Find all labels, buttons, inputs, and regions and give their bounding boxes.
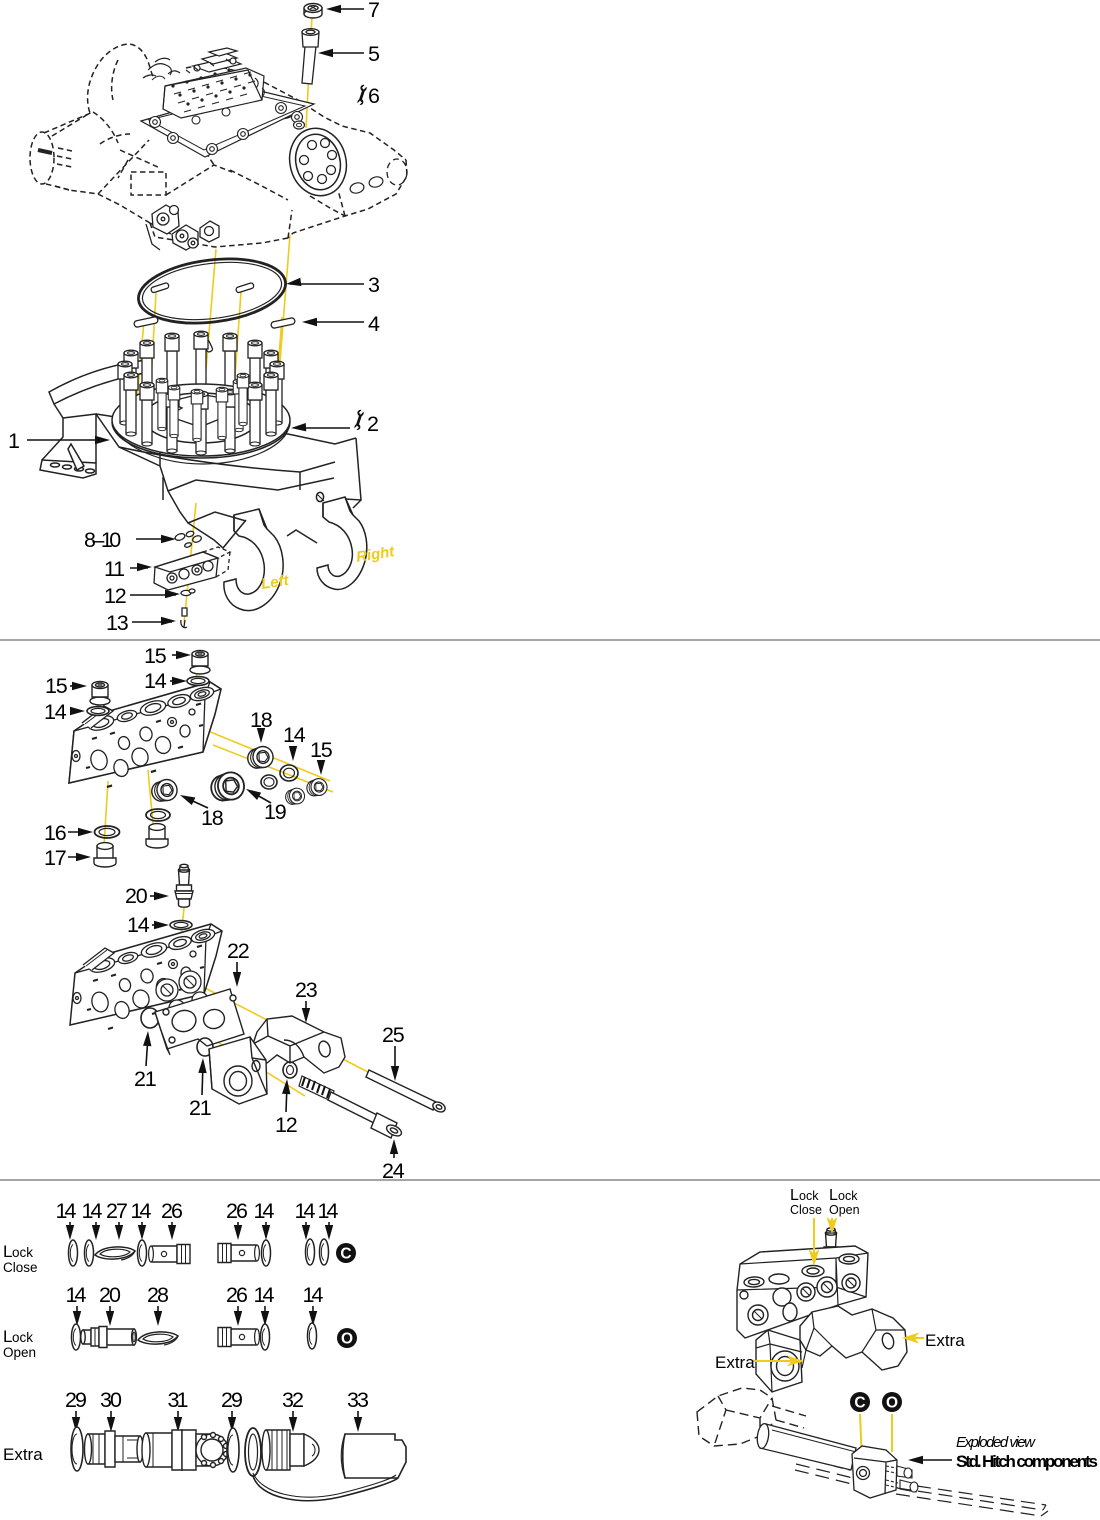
svg-text:20: 20	[99, 1283, 121, 1307]
svg-text:26: 26	[226, 1199, 248, 1223]
svg-text:22: 22	[227, 939, 249, 963]
svg-text:19: 19	[264, 800, 286, 824]
svg-text:21: 21	[189, 1096, 211, 1120]
svg-text:1: 1	[8, 429, 19, 453]
svg-text:17: 17	[44, 846, 66, 870]
svg-text:L: L	[790, 1187, 799, 1204]
svg-text:Close: Close	[3, 1260, 38, 1275]
svg-text:ock: ock	[838, 1189, 858, 1203]
svg-text:2: 2	[367, 412, 378, 436]
svg-text:23: 23	[295, 978, 318, 1002]
svg-text:32: 32	[282, 1388, 304, 1412]
svg-text:L: L	[829, 1187, 838, 1204]
svg-text:Right: Right	[355, 543, 397, 566]
svg-text:ock: ock	[12, 1245, 33, 1260]
svg-text:3: 3	[368, 273, 380, 297]
svg-text:26: 26	[226, 1283, 248, 1307]
svg-text:Extra: Extra	[925, 1331, 965, 1350]
svg-text:Open: Open	[3, 1345, 36, 1360]
svg-text:L: L	[3, 1242, 12, 1261]
svg-text:Extra: Extra	[715, 1353, 755, 1372]
svg-text:ock: ock	[799, 1189, 819, 1203]
svg-text:Exploded view: Exploded view	[956, 1434, 1036, 1451]
svg-text:12: 12	[275, 1113, 297, 1137]
svg-text:4: 4	[368, 312, 380, 336]
svg-text:33: 33	[347, 1388, 369, 1412]
svg-text:Left: Left	[260, 572, 291, 593]
svg-text:24: 24	[382, 1159, 405, 1183]
svg-text:16: 16	[44, 821, 67, 845]
svg-text:Open: Open	[829, 1203, 860, 1217]
svg-text:14: 14	[254, 1283, 275, 1307]
svg-text:14: 14	[131, 1199, 152, 1223]
svg-text:L: L	[3, 1327, 12, 1346]
svg-text:12: 12	[104, 584, 126, 608]
svg-text:5: 5	[368, 42, 380, 66]
svg-text:27: 27	[106, 1199, 128, 1223]
svg-text:14: 14	[254, 1199, 275, 1223]
svg-text:11: 11	[104, 557, 124, 581]
svg-text:20: 20	[125, 884, 148, 908]
svg-text:28: 28	[147, 1283, 169, 1307]
svg-text:25: 25	[382, 1023, 405, 1047]
svg-text:Close: Close	[790, 1203, 822, 1217]
svg-text:18: 18	[201, 806, 224, 830]
svg-text:30: 30	[100, 1388, 122, 1412]
svg-text:15: 15	[144, 644, 167, 668]
svg-text:14: 14	[56, 1199, 77, 1223]
svg-text:29: 29	[221, 1388, 243, 1412]
svg-text:29: 29	[65, 1388, 87, 1412]
svg-text:14: 14	[82, 1199, 103, 1223]
svg-text:26: 26	[161, 1199, 183, 1223]
svg-text:14: 14	[283, 723, 306, 747]
svg-text:31: 31	[168, 1388, 189, 1412]
svg-text:Extra: Extra	[3, 1445, 43, 1464]
svg-text:14: 14	[66, 1283, 87, 1307]
svg-text:14: 14	[127, 913, 150, 937]
svg-text:7: 7	[368, 0, 379, 22]
svg-text:13: 13	[106, 611, 129, 635]
svg-text:21: 21	[134, 1067, 156, 1091]
svg-text:15: 15	[310, 738, 333, 762]
svg-text:18: 18	[250, 708, 273, 732]
svg-text:14: 14	[318, 1199, 339, 1223]
svg-text:ock: ock	[12, 1330, 33, 1345]
svg-text:15: 15	[45, 674, 68, 698]
svg-text:14: 14	[144, 669, 167, 693]
svg-text:14: 14	[44, 700, 67, 724]
svg-text:14: 14	[295, 1199, 316, 1223]
svg-text:6: 6	[368, 84, 380, 108]
svg-text:Std. Hitch components: Std. Hitch components	[956, 1452, 1098, 1471]
svg-text:14: 14	[303, 1283, 324, 1307]
svg-text:8–10: 8–10	[84, 528, 121, 552]
